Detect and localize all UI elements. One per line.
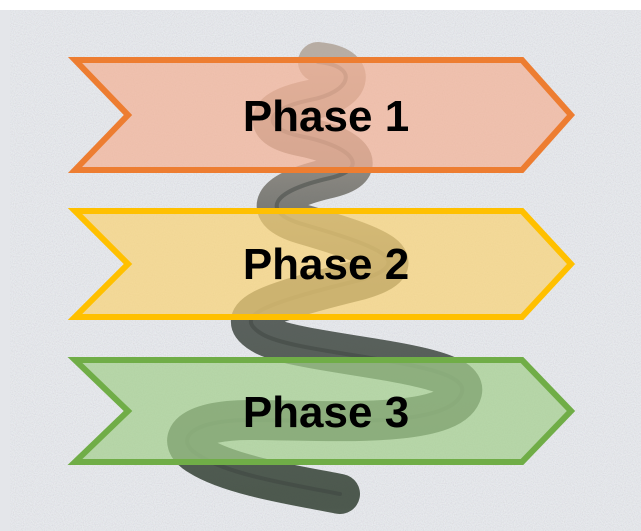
phase-2-chevron: Phase 2 [67, 208, 576, 320]
phase-2-shape [67, 208, 576, 320]
phase-3-shape [67, 357, 576, 465]
phase-1-shape [67, 57, 576, 173]
phase-1-label: Phase 1 [243, 92, 409, 141]
phase-2-label: Phase 2 [243, 240, 409, 289]
phase-3-chevron: Phase 3 [67, 357, 576, 465]
top-band [0, 0, 641, 10]
phase-3-label: Phase 3 [243, 388, 409, 437]
left-band [0, 10, 10, 531]
phase-1-chevron: Phase 1 [67, 57, 576, 173]
